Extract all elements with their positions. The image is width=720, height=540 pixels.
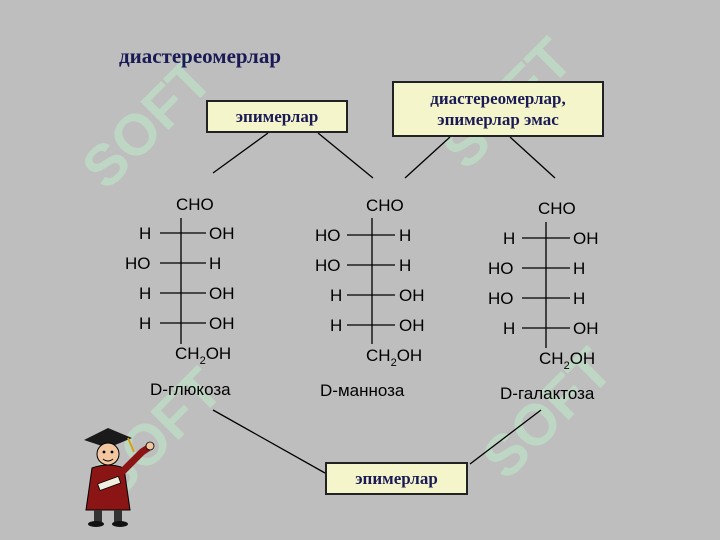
left-group: H <box>503 319 515 338</box>
right-group: OH <box>399 286 425 305</box>
bottom-sub: 2 <box>200 355 206 367</box>
connector-line <box>212 409 326 474</box>
right-group: H <box>209 254 221 273</box>
bottom-sub: 2 <box>564 360 570 372</box>
right-group: OH <box>573 229 599 248</box>
left-group: H <box>139 224 151 243</box>
bottom-group: CH2OH <box>175 344 231 367</box>
page-title: диастереомерлар <box>119 44 282 68</box>
left-group: HO <box>315 256 341 275</box>
bottom-group: CH2OH <box>366 346 422 369</box>
molecule-name-glucose: D-глюкоза <box>150 380 231 399</box>
top-group: CHO <box>176 195 214 214</box>
box-label: эпимерлар <box>355 469 438 488</box>
bottom-main: CH <box>175 344 200 363</box>
left-group: HO <box>488 289 514 308</box>
box-label-line1: диастереомерлар, <box>430 89 566 108</box>
left-group: HO <box>315 226 341 245</box>
connector-line <box>509 136 556 179</box>
left-group: H <box>139 284 151 303</box>
left-group: HO <box>125 254 151 273</box>
bottom-group: CH2OH <box>539 349 595 372</box>
left-group: H <box>139 314 151 333</box>
top-group: CHO <box>366 196 404 215</box>
right-group: H <box>399 226 411 245</box>
molecule-name-mannose: D-манноза <box>320 381 405 400</box>
left-group: H <box>503 229 515 248</box>
right-group: H <box>399 256 411 275</box>
right-group: H <box>573 259 585 278</box>
bottom-main: CH <box>539 349 564 368</box>
left-group: H <box>330 286 342 305</box>
right-group: OH <box>573 319 599 338</box>
connector-line <box>212 132 269 174</box>
epimers-box-bottom: эпимерлар <box>325 462 468 495</box>
connector-line <box>317 132 374 179</box>
left-group: HO <box>488 259 514 278</box>
diastereomers-not-epimers-box: диастереомерлар, эпимерлар эмас <box>392 81 604 137</box>
bottom-end: OH <box>206 344 232 363</box>
right-group: OH <box>209 224 235 243</box>
bottom-sub: 2 <box>391 357 397 369</box>
connector-line <box>404 136 451 179</box>
top-group: CHO <box>538 199 576 218</box>
left-group: H <box>330 316 342 335</box>
right-group: OH <box>399 316 425 335</box>
box-label-line2: эпимерлар эмас <box>437 110 559 129</box>
molecule-name-galactose: D-галактоза <box>500 384 595 403</box>
bottom-main: CH <box>366 346 391 365</box>
box-label: эпимерлар <box>235 107 319 126</box>
bottom-end: OH <box>570 349 596 368</box>
right-group: OH <box>209 314 235 333</box>
right-group: H <box>573 289 585 308</box>
right-group: OH <box>209 284 235 303</box>
graduate-cartoon-icon <box>84 428 155 527</box>
bottom-end: OH <box>397 346 423 365</box>
connector-line <box>469 409 542 465</box>
epimers-box-top: эпимерлар <box>206 100 348 133</box>
